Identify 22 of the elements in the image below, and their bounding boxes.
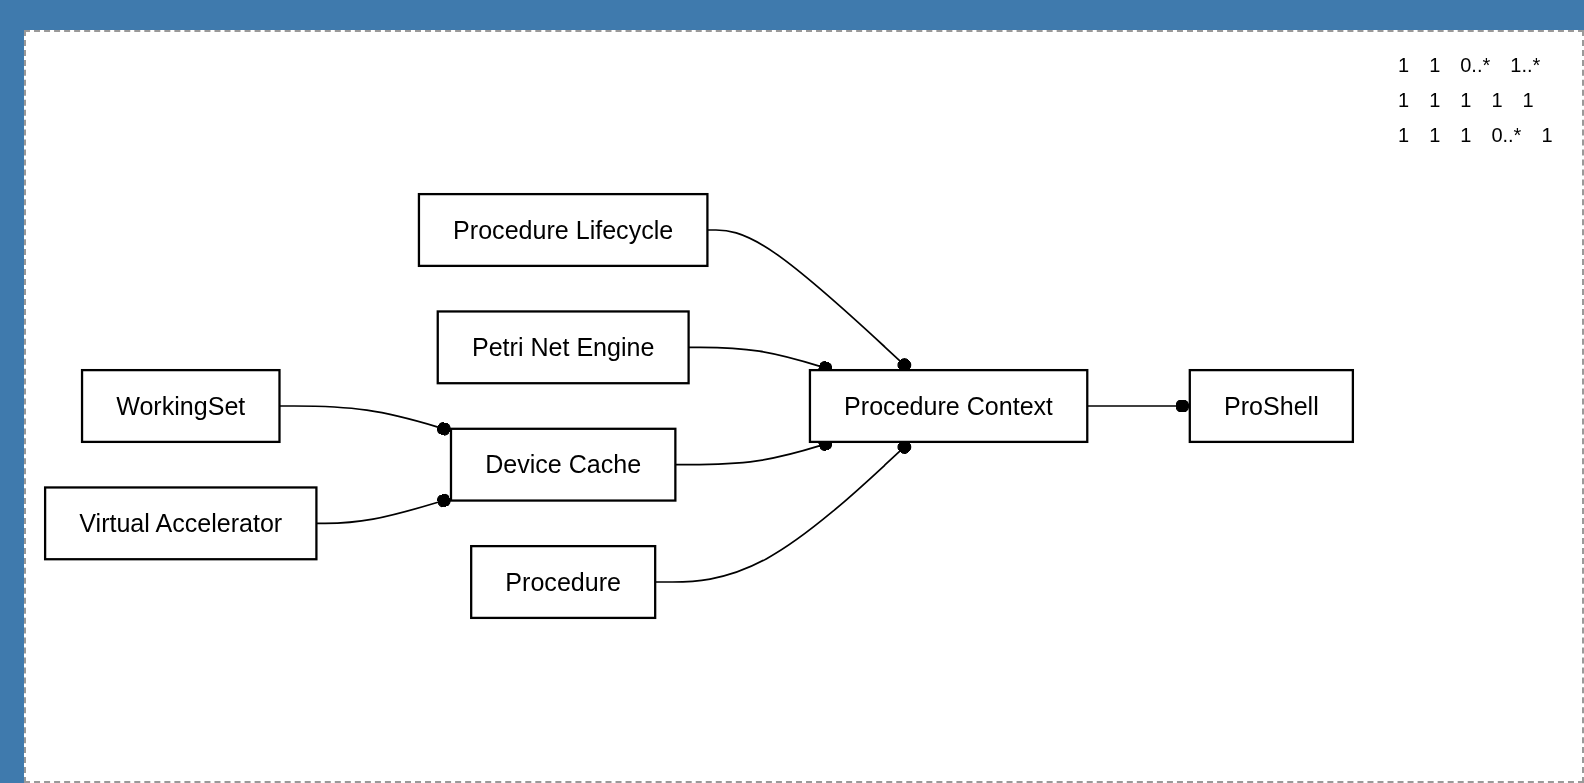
node-box: WorkingSet — [80, 369, 281, 444]
multiplicity-label: 1 — [1397, 123, 1411, 148]
node-box: Procedure — [470, 545, 657, 620]
node-box: Petri Net Engine — [436, 310, 690, 385]
multiplicity-label: 1 — [1459, 88, 1473, 113]
multiplicity-label: 1 — [1459, 123, 1473, 148]
node-box: Procedure Lifecycle — [417, 193, 709, 268]
multiplicity-label: 1 — [1397, 88, 1411, 113]
multiplicity-label: 0..* — [1490, 123, 1523, 148]
node-box: Virtual Accelerator — [44, 486, 318, 561]
node-box: Procedure Context — [808, 369, 1089, 444]
multiplicity-label: 1 — [1540, 123, 1554, 148]
multiplicity-label: 1 — [1428, 123, 1442, 148]
multiplicity-label: 1 — [1428, 88, 1442, 113]
multiplicity-label: 1 — [1490, 88, 1504, 113]
multiplicity-label: 0..* — [1459, 53, 1492, 78]
node-box: Device Cache — [449, 428, 677, 503]
multiplicity-label: 1 — [1428, 53, 1442, 78]
multiplicity-label: 1 — [1521, 88, 1535, 113]
multiplicity-label: 1 — [1397, 53, 1411, 78]
node-box: ProShell — [1188, 369, 1355, 444]
multiplicity-label: 1..* — [1509, 53, 1542, 78]
